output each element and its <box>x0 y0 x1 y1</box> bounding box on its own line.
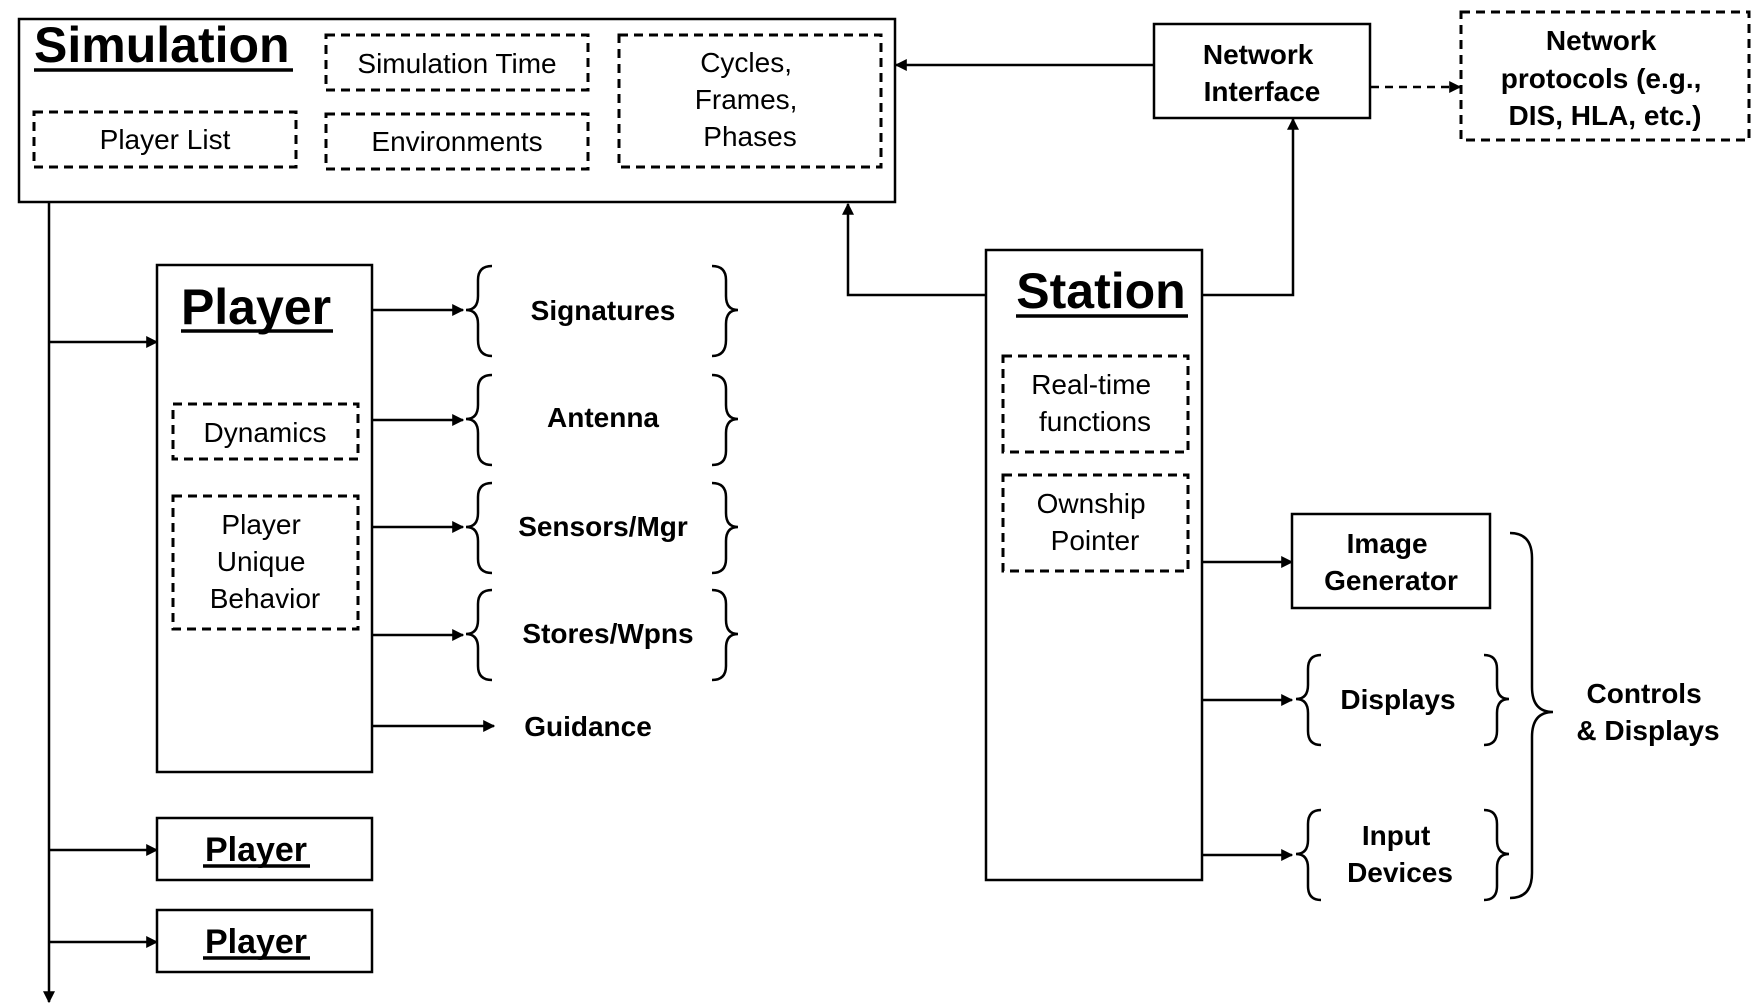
image-generator-line-2: Generator <box>1324 565 1458 596</box>
realtime-box <box>1001 354 1190 454</box>
antenna-right-brace <box>711 373 739 467</box>
simulation-box <box>17 17 897 204</box>
displays-left-brace <box>1295 653 1322 747</box>
unique-behavior-label: Player Unique Behavior <box>210 509 321 614</box>
sensors-label: Sensors/Mgr <box>518 511 688 542</box>
arrow-station-to-simulation <box>842 202 986 297</box>
network-interface-line-2: Interface <box>1204 76 1321 107</box>
station-block: Station Real-time functions Ownship Poin… <box>984 248 1204 882</box>
realtime-line-1: Real-time <box>1031 369 1151 400</box>
guidance-label: Guidance <box>524 711 652 742</box>
arrow-station-to-network <box>1202 117 1299 297</box>
player-3-label: Player <box>205 923 307 961</box>
image-generator-block: Image Generator <box>1290 512 1492 610</box>
dynamics-label: Dynamics <box>204 417 327 448</box>
network-interface-label: Network Interface <box>1203 39 1321 107</box>
realtime-label: Real-time functions <box>1031 369 1159 437</box>
player-list-box <box>32 110 298 169</box>
ownship-label: Ownship Pointer <box>1037 488 1154 556</box>
signatures-left-brace <box>465 264 493 358</box>
environments-box <box>324 112 590 171</box>
realtime-line-2: functions <box>1039 406 1151 437</box>
network-protocols-line-3: DIS, HLA, etc.) <box>1509 100 1702 131</box>
controls-displays-label: Controls & Displays <box>1576 678 1719 746</box>
sensors-right-brace <box>711 481 739 575</box>
controls-displays-line-2: & Displays <box>1576 715 1719 746</box>
input-devices-group: Input Devices <box>1295 808 1510 902</box>
cycles-line-2: Frames, <box>695 84 798 115</box>
input-devices-line-2: Devices <box>1347 857 1453 888</box>
player-title: Player <box>181 279 331 335</box>
input-devices-label: Input Devices <box>1347 820 1453 888</box>
displays-label: Displays <box>1340 684 1455 715</box>
antenna-group: Antenna <box>465 373 739 467</box>
dynamics-box <box>171 402 360 461</box>
player-box <box>155 263 374 774</box>
signatures-label: Signatures <box>531 295 676 326</box>
network-protocols-label: Network protocols (e.g., DIS, HLA, etc.) <box>1501 25 1709 131</box>
stores-left-brace <box>465 588 493 682</box>
sensors-left-brace <box>465 481 493 575</box>
input-devices-left-brace <box>1295 808 1322 902</box>
unique-behavior-line-2: Unique <box>217 546 306 577</box>
player-2-label: Player <box>205 831 307 869</box>
ownship-box <box>1001 473 1190 573</box>
stores-right-brace <box>711 588 739 682</box>
simulation-time-label: Simulation Time <box>357 48 556 79</box>
antenna-label: Antenna <box>547 402 659 433</box>
network-protocols-box <box>1459 10 1751 142</box>
cycles-line-1: Cycles, <box>700 47 792 78</box>
network-protocols-line-2: protocols (e.g., <box>1501 63 1702 94</box>
player-2-block: Player <box>155 816 374 882</box>
controls-displays-brace <box>1509 531 1554 900</box>
image-generator-label: Image Generator <box>1324 528 1458 596</box>
image-generator-line-1: Image <box>1347 528 1428 559</box>
player-3-box <box>155 908 374 974</box>
input-devices-line-1: Input <box>1362 820 1430 851</box>
unique-behavior-line-3: Behavior <box>210 583 321 614</box>
cycles-box <box>617 33 883 169</box>
player-2-box <box>155 816 374 882</box>
network-interface-line-1: Network <box>1203 39 1314 70</box>
antenna-left-brace <box>465 373 493 467</box>
unique-behavior-line-1: Player <box>221 509 300 540</box>
station-title: Station <box>1016 263 1185 319</box>
station-box <box>984 248 1204 882</box>
environments-label: Environments <box>371 126 542 157</box>
image-generator-box <box>1290 512 1492 610</box>
simulation-time-box <box>324 33 590 92</box>
network-interface-box <box>1152 22 1372 120</box>
sensors-group: Sensors/Mgr <box>465 481 739 575</box>
displays-right-brace <box>1483 653 1510 747</box>
network-interface-block: Network Interface <box>1152 22 1372 120</box>
player-block: Player Dynamics Player Unique Behavior <box>155 263 374 774</box>
cycles-line-3: Phases <box>703 121 796 152</box>
simulation-block: Simulation Simulation Time Cycles, Frame… <box>17 17 897 204</box>
player-3-block: Player <box>155 908 374 974</box>
cycles-label: Cycles, Frames, Phases <box>695 47 805 152</box>
network-protocols-line-1: Network <box>1546 25 1657 56</box>
stores-label: Stores/Wpns <box>522 618 693 649</box>
input-devices-right-brace <box>1483 808 1510 902</box>
ownship-line-2: Pointer <box>1051 525 1140 556</box>
signatures-group: Signatures <box>465 264 739 358</box>
controls-displays-line-1: Controls <box>1587 678 1702 709</box>
network-protocols-block: Network protocols (e.g., DIS, HLA, etc.) <box>1459 10 1751 142</box>
unique-behavior-box <box>171 494 360 631</box>
stores-group: Stores/Wpns <box>465 588 739 682</box>
signatures-right-brace <box>711 264 739 358</box>
ownship-line-1: Ownship <box>1037 488 1146 519</box>
displays-group: Displays <box>1295 653 1510 747</box>
simulation-title: Simulation <box>34 17 290 73</box>
player-list-label: Player List <box>100 124 231 155</box>
